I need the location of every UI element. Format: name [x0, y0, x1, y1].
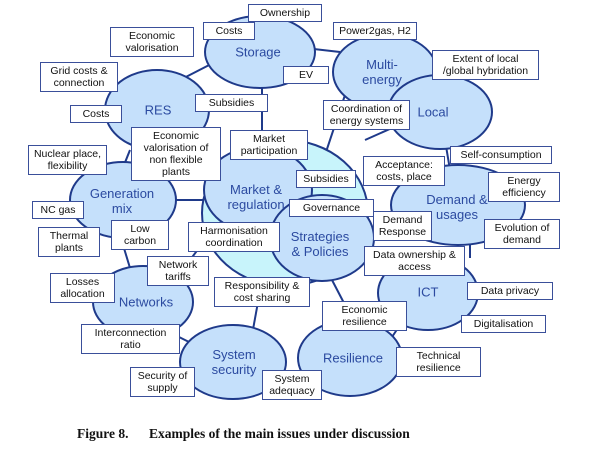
label-strategies-policies: Strategies & Policies — [290, 229, 350, 259]
tag-market-participation: Market participation — [230, 130, 308, 160]
tag-costs-storage: Costs — [203, 22, 255, 40]
tag-data-privacy: Data privacy — [467, 282, 553, 300]
node-system-security — [179, 324, 287, 400]
tag-demand-response: Demand Response — [373, 211, 432, 241]
tag-coordination: Coordination of energy systems — [323, 100, 410, 130]
tag-econ-val-nonflex: Economic valorisation of non flexible pl… — [131, 127, 221, 181]
tag-subsidies-res: Subsidies — [195, 94, 268, 112]
tag-digitalisation: Digitalisation — [461, 315, 546, 333]
tag-self-consumption: Self-consumption — [450, 146, 552, 164]
link-center-resilience — [331, 279, 346, 306]
label-multi-energy: Multi- energy — [362, 57, 402, 87]
tag-low-carbon: Low carbon — [111, 220, 169, 250]
tag-nc-gas: NC gas — [32, 201, 84, 219]
tag-security-supply: Security of supply — [130, 367, 195, 397]
tag-ownership: Ownership — [248, 4, 322, 22]
tag-responsibility: Responsibility & cost sharing — [214, 277, 310, 307]
tag-network-tariffs: Network tariffs — [147, 256, 209, 286]
label-demand-usages: Demand & usages — [426, 192, 488, 222]
tag-power2gas: Power2gas, H2 — [333, 22, 417, 40]
tag-system-adequacy: System adequacy — [262, 370, 322, 400]
tag-acceptance: Acceptance: costs, place — [363, 156, 445, 186]
label-market-regulation: Market & regulation — [227, 182, 285, 212]
tag-technical-resilience: Technical resilience — [396, 347, 481, 377]
tag-subsidies-center: Subsidies — [296, 170, 356, 188]
tag-grid-costs: Grid costs & connection — [40, 62, 118, 92]
tag-energy-efficiency: Energy efficiency — [488, 172, 560, 202]
figure-title: Examples of the main issues under discus… — [149, 426, 410, 441]
tag-thermal: Thermal plants — [38, 227, 100, 257]
tag-governance: Governance — [289, 199, 374, 217]
label-ict: ICT — [417, 284, 439, 300]
tag-evolution-demand: Evolution of demand — [484, 219, 560, 249]
label-generation-mix: Generation mix — [89, 186, 155, 216]
label-networks: Networks — [118, 294, 174, 310]
figure-caption: Figure 8. Examples of the main issues und… — [77, 426, 410, 442]
tag-economic-resilience: Economic resilience — [322, 301, 407, 331]
tag-losses: Losses allocation — [50, 273, 115, 303]
tag-extent-hybridation: Extent of local /global hybridation — [432, 50, 539, 80]
tag-ev: EV — [283, 66, 329, 84]
figure-number: Figure 8. — [77, 426, 129, 441]
tag-economic-valorisation: Economic valorisation — [110, 27, 194, 57]
tag-interconnection: Interconnection ratio — [81, 324, 180, 354]
label-system-security: System security — [211, 347, 257, 377]
tag-costs-res: Costs — [70, 105, 122, 123]
label-resilience: Resilience — [323, 350, 383, 366]
label-storage: Storage — [235, 44, 281, 60]
tag-nuclear: Nuclear place, flexibility — [28, 145, 107, 175]
tag-harmonisation: Harmonisation coordination — [188, 222, 280, 252]
tag-data-ownership: Data ownership & access — [364, 246, 465, 276]
label-res: RES — [144, 102, 172, 118]
label-local: Local — [417, 104, 449, 120]
